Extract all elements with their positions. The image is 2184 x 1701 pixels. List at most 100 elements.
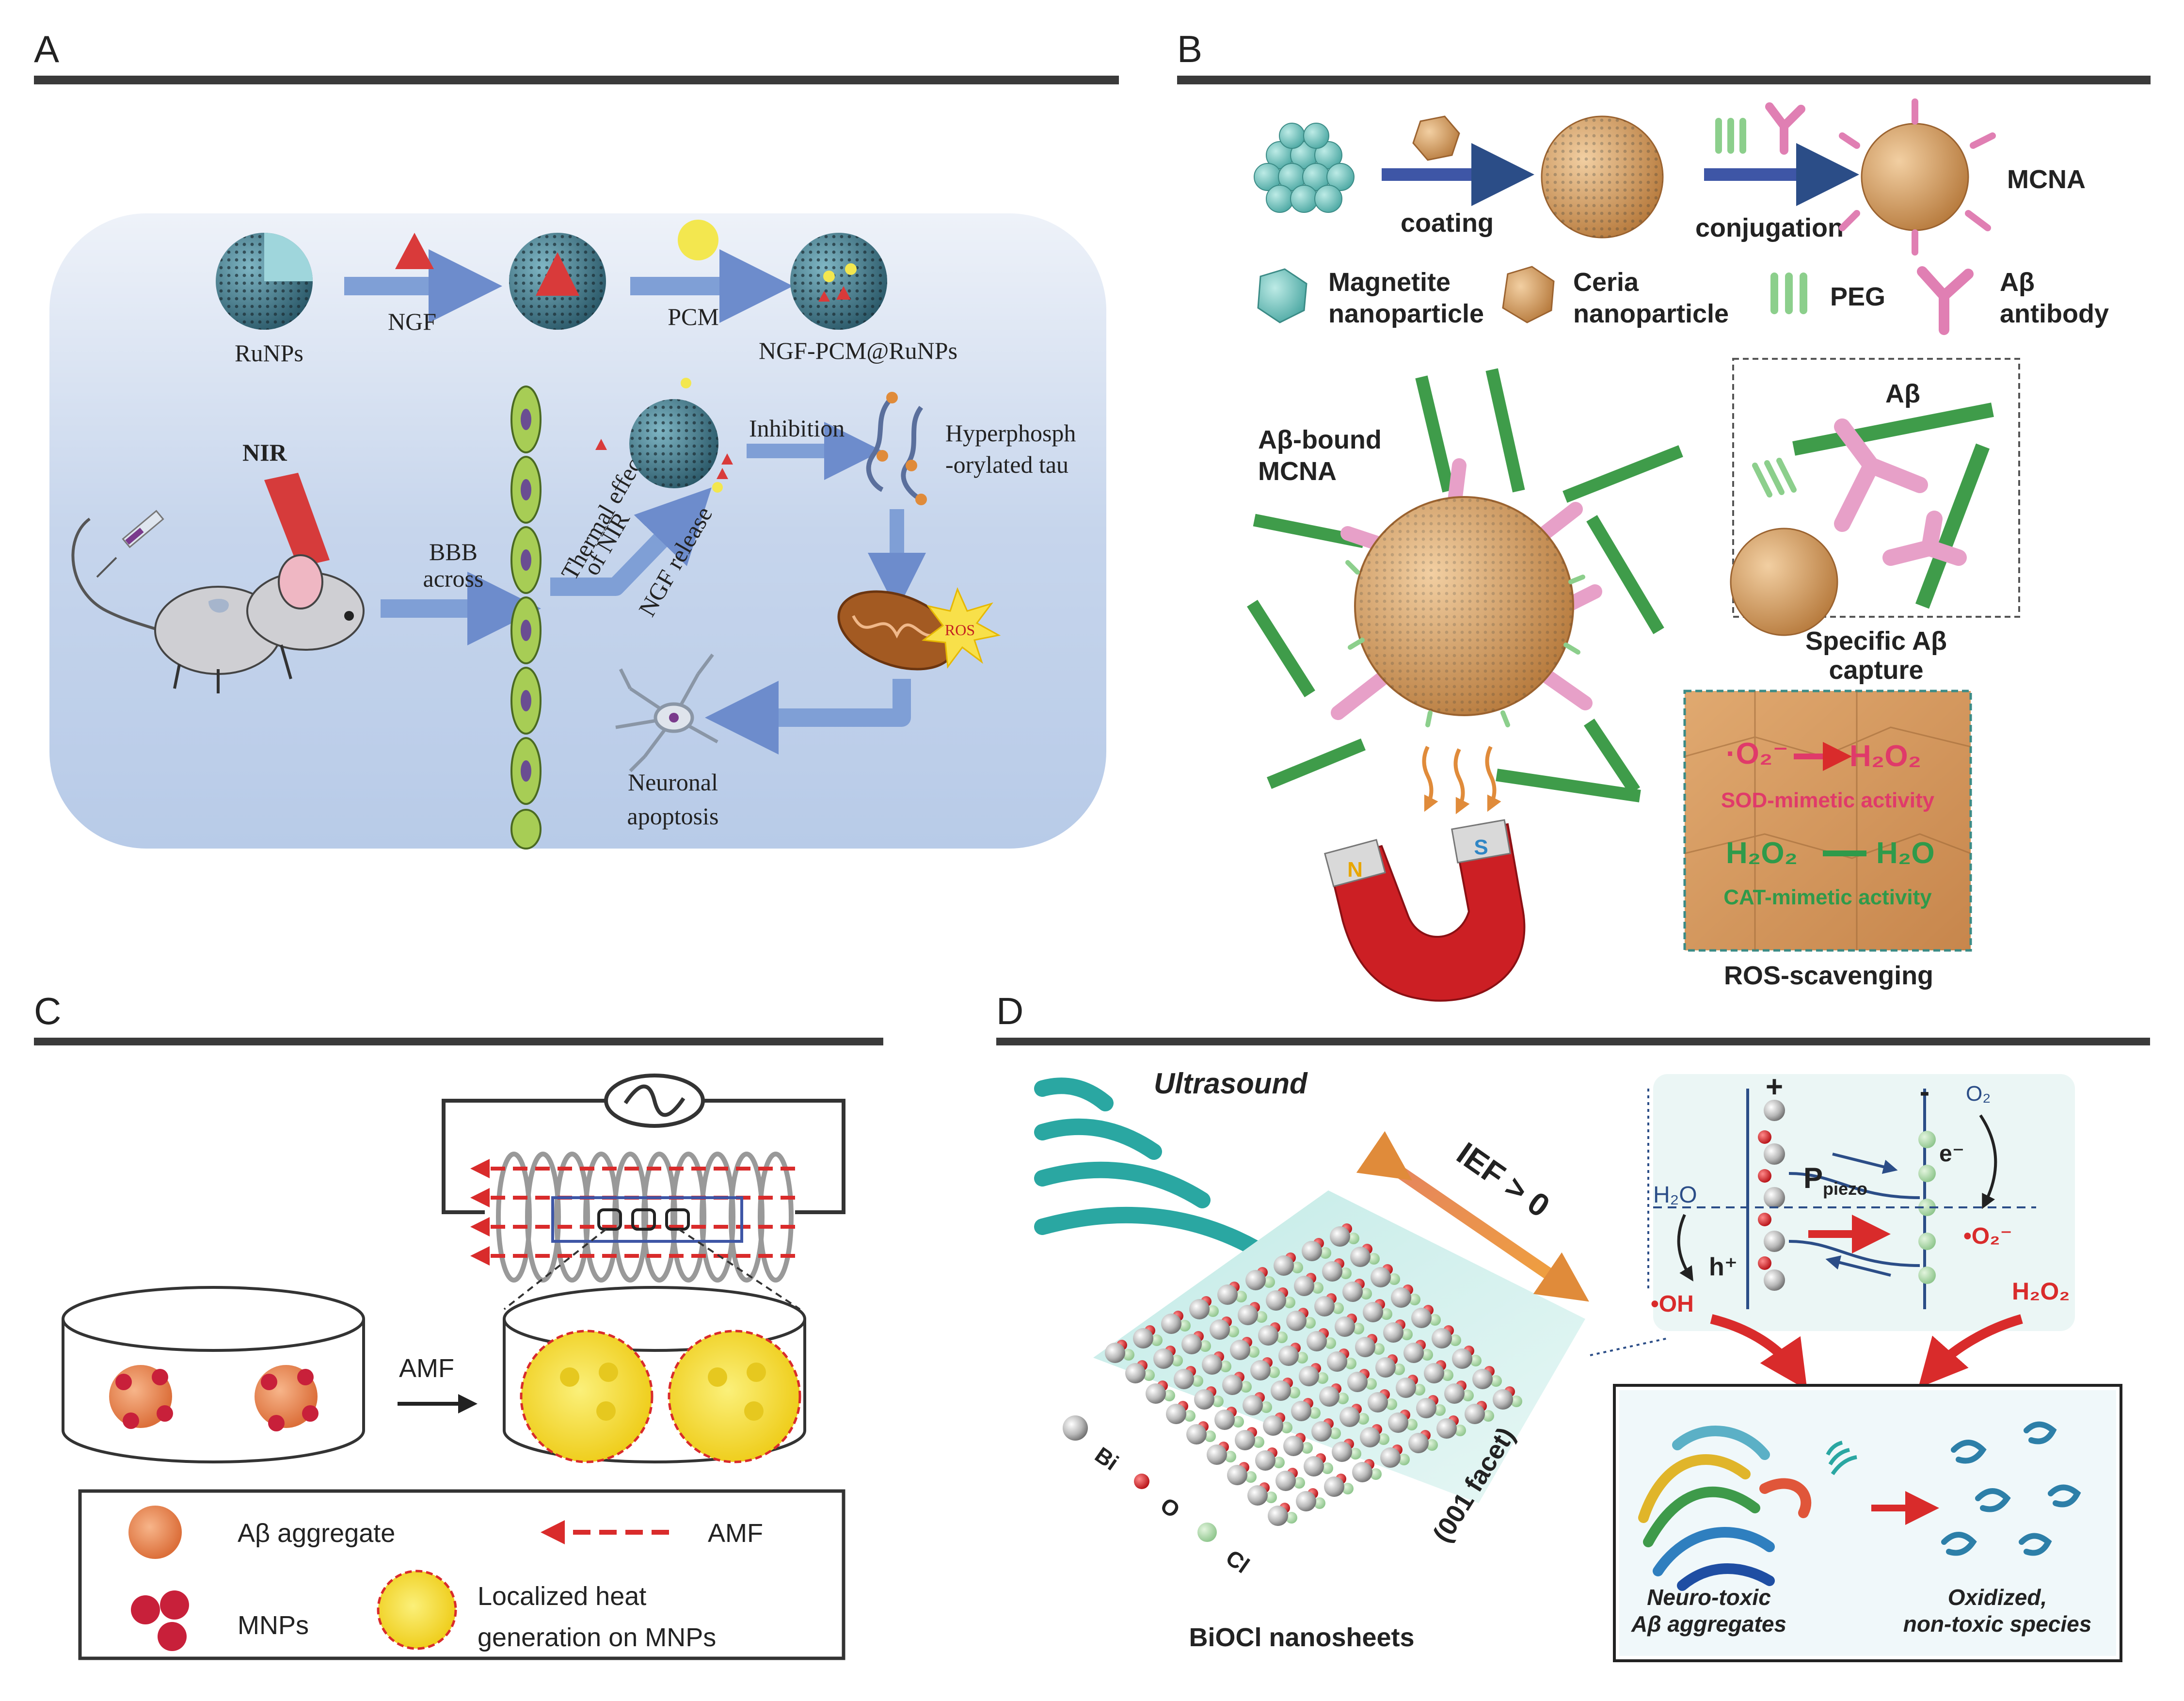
cl-atom bbox=[1309, 1407, 1321, 1419]
bi-atom bbox=[1319, 1386, 1339, 1407]
cl-atom bbox=[1324, 1337, 1336, 1349]
tau-strands-icon bbox=[866, 392, 927, 505]
label-inhibition: Inhibition bbox=[749, 415, 845, 442]
released-sphere bbox=[595, 378, 733, 493]
cl-atom bbox=[1232, 1416, 1244, 1428]
cl-atom bbox=[1414, 1384, 1425, 1396]
label-o2: O₂ bbox=[1966, 1082, 1991, 1106]
cl-atom bbox=[1212, 1396, 1224, 1407]
bi-atom bbox=[1396, 1378, 1416, 1398]
ros-o2-radical: ·O₂⁻ bbox=[1726, 737, 1788, 770]
dish-after bbox=[503, 1286, 806, 1463]
bi-atom bbox=[1189, 1299, 1210, 1319]
legend-bi-icon bbox=[1063, 1415, 1088, 1441]
label-ros: ROS bbox=[945, 621, 975, 639]
bi-atom bbox=[1330, 1226, 1350, 1247]
bi-atom bbox=[1411, 1308, 1432, 1328]
cl-atom bbox=[1192, 1375, 1203, 1387]
bi-atom bbox=[1194, 1389, 1214, 1410]
bi-atom bbox=[1161, 1314, 1181, 1334]
bi-atom bbox=[1238, 1305, 1258, 1325]
bi-atom bbox=[1294, 1276, 1314, 1296]
label-bound-2: MCNA bbox=[1258, 457, 1337, 486]
piezo-left-balls bbox=[1758, 1100, 1785, 1291]
legend-cl-icon bbox=[1197, 1523, 1217, 1542]
legend-cl-text: Cl bbox=[1221, 1545, 1254, 1578]
cl-atom bbox=[1245, 1471, 1257, 1483]
bi-atom bbox=[1444, 1383, 1465, 1404]
bi-atom bbox=[1266, 1290, 1286, 1311]
cl-atom bbox=[1276, 1332, 1288, 1343]
band-bending-lines bbox=[1788, 1172, 1920, 1267]
neuron-icon bbox=[615, 653, 718, 772]
cl-atom bbox=[1322, 1462, 1333, 1474]
cl-atom bbox=[1406, 1419, 1418, 1430]
cl-atom bbox=[1268, 1366, 1280, 1378]
bi-atom bbox=[1347, 1372, 1368, 1392]
cl-atom bbox=[1378, 1433, 1389, 1445]
label-apoptosis-1: Neuronal bbox=[628, 769, 718, 796]
bi-atom bbox=[1391, 1287, 1411, 1308]
bi-atom bbox=[1105, 1343, 1125, 1363]
label-bound-1: Aβ-bound bbox=[1258, 425, 1382, 454]
bi-atom bbox=[1286, 1311, 1307, 1331]
legend-peg: PEG bbox=[1770, 273, 1885, 314]
bi-atom bbox=[1274, 1255, 1294, 1276]
bi-atom bbox=[1166, 1404, 1186, 1424]
cl-atom bbox=[1342, 1483, 1354, 1494]
label-neuro-2: Aβ aggregates bbox=[1631, 1611, 1786, 1637]
bi-atom bbox=[1207, 1444, 1227, 1465]
panel-c-legend-box bbox=[78, 1489, 845, 1660]
bi-atom bbox=[1493, 1389, 1513, 1410]
cl-atom bbox=[1284, 1297, 1295, 1308]
bi-atom bbox=[1327, 1351, 1347, 1372]
mouse-illustration bbox=[71, 517, 365, 693]
legend-bi-text: Bi bbox=[1090, 1442, 1123, 1476]
cl-atom bbox=[1345, 1358, 1356, 1369]
peg-antibody-icon bbox=[1715, 102, 1805, 155]
cl-atom bbox=[1296, 1352, 1308, 1364]
cl-atom bbox=[1256, 1311, 1267, 1323]
label-ultrasound: Ultrasound bbox=[1154, 1067, 1308, 1100]
ultrasound-waves-icon bbox=[1034, 1077, 1264, 1257]
cl-atom bbox=[1260, 1401, 1272, 1413]
bi-atom bbox=[1368, 1392, 1388, 1412]
bi-atom bbox=[1360, 1427, 1380, 1447]
label-conjugation: conjugation bbox=[1695, 213, 1844, 242]
legend-magnetite-text-1: Magnetite bbox=[1328, 268, 1451, 297]
bi-atom bbox=[1125, 1363, 1146, 1383]
legend-amf-text: AMF bbox=[708, 1519, 763, 1548]
bi-atom bbox=[1210, 1319, 1230, 1340]
panel-a-letter: A bbox=[34, 28, 59, 70]
cl-atom bbox=[1240, 1381, 1252, 1393]
panel-d-letter: D bbox=[996, 990, 1023, 1032]
bi-atom bbox=[1186, 1424, 1207, 1444]
bi-atom bbox=[1371, 1267, 1391, 1287]
bi-atom bbox=[1250, 1360, 1271, 1380]
cl-atom bbox=[1263, 1276, 1275, 1288]
label-hole: h⁺ bbox=[1709, 1253, 1738, 1281]
bi-atom bbox=[1352, 1462, 1372, 1482]
bi-atom bbox=[1436, 1418, 1457, 1439]
bi-atom bbox=[1472, 1369, 1493, 1389]
bi-atom bbox=[1235, 1430, 1255, 1450]
panel-b: B coating conjugation MCNA Magn bbox=[1177, 28, 2151, 1002]
cl-atom bbox=[1401, 1329, 1413, 1340]
legend-magnetite-text-2: nanoparticle bbox=[1328, 299, 1484, 328]
ngf-loaded-sphere bbox=[509, 233, 606, 330]
legend-heat-icon bbox=[377, 1570, 457, 1650]
label-electron: e⁻ bbox=[1939, 1141, 1964, 1167]
bi-atom bbox=[1388, 1412, 1408, 1433]
label-amf-arrow: AMF bbox=[399, 1354, 454, 1383]
panel-b-rule bbox=[1177, 76, 2151, 84]
bi-atom bbox=[1268, 1506, 1288, 1526]
bi-atom bbox=[1146, 1383, 1166, 1404]
bi-atom bbox=[1314, 1296, 1335, 1316]
mini-ultrasound-icon bbox=[1826, 1441, 1857, 1476]
piezo-right-balls bbox=[1918, 1131, 1936, 1284]
bi-atom bbox=[1258, 1325, 1278, 1346]
panel-c-rule bbox=[34, 1038, 883, 1045]
magnet-icon bbox=[1323, 819, 1526, 1002]
bi-atom bbox=[1335, 1316, 1355, 1337]
